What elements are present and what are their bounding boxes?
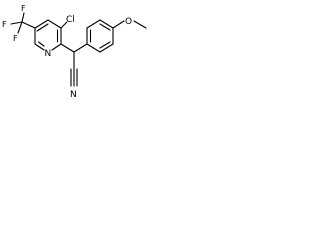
bond-bz-5-6-inner xyxy=(99,41,111,49)
bond-bz-3-4-inner xyxy=(99,23,111,31)
bond-o-ch3 xyxy=(133,20,147,29)
atom-label-nitrile-n: N xyxy=(70,90,77,100)
bond-ring-o xyxy=(112,20,125,29)
bond-py-c5-c4-inner xyxy=(36,23,49,32)
bond-bz-6-1 xyxy=(86,43,101,53)
bond-py-c2-n xyxy=(51,43,62,51)
bond-py-c4-c3 xyxy=(47,19,62,29)
bond-ch-phenyl xyxy=(73,43,88,53)
bond-ring-ch xyxy=(60,43,75,53)
bond-c-cl xyxy=(60,21,68,29)
atom-label-f-bottom: F xyxy=(13,34,18,43)
bond-py-c5-c4 xyxy=(34,19,49,29)
bond-c-f-left xyxy=(10,21,23,25)
atom-label-pyridine-n: N xyxy=(45,49,52,59)
bond-c-f-top xyxy=(21,12,25,23)
bond-c-f-bottom xyxy=(17,21,23,34)
molecule-canvas: F F F Cl N N O xyxy=(0,0,178,114)
bond-bz-5-6 xyxy=(99,43,114,53)
bond-py-n-c6 xyxy=(34,43,45,51)
molecule-structure: F F F Cl N N O xyxy=(2,4,147,100)
atom-label-oxygen: O xyxy=(125,17,132,27)
atom-label-f-left: F xyxy=(2,20,7,29)
bond-bz-2-3 xyxy=(86,19,101,29)
bond-py-n-c6-inner xyxy=(37,41,45,47)
atom-label-chlorine: Cl xyxy=(66,15,75,25)
bond-bz-3-4 xyxy=(99,19,114,29)
bond-cf3-ring xyxy=(21,21,36,29)
atom-label-f-top: F xyxy=(21,4,26,13)
